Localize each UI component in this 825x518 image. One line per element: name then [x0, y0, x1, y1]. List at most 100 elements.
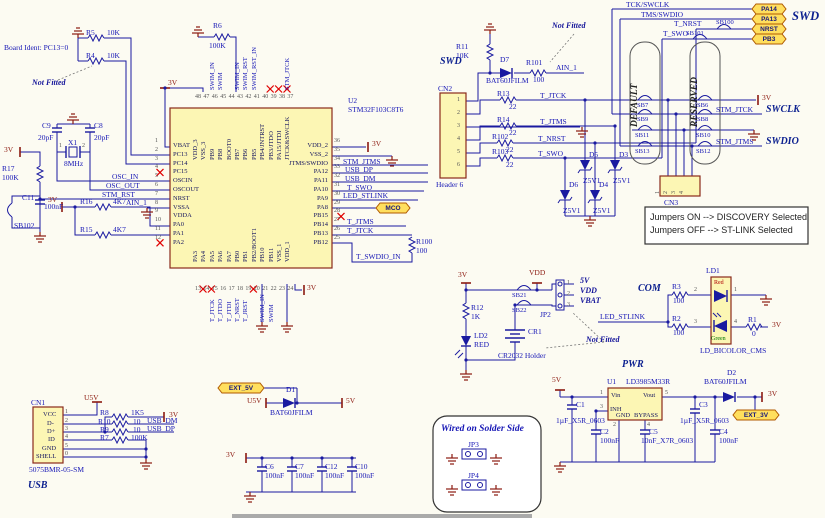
mcu-pin-name-pb0: PB0 — [234, 250, 241, 262]
label-u5v: U5V — [247, 396, 262, 405]
label-usb-dm: USB_DM — [147, 416, 178, 425]
label-cr1: CR1 — [528, 327, 542, 336]
label-3v: 3V — [372, 139, 382, 148]
label-c12: C12 — [325, 462, 338, 471]
jp2-header-icon — [557, 303, 563, 309]
label-z5v1: Z5V1 — [583, 176, 601, 185]
cn2-body — [439, 92, 467, 179]
mcu-pin-num-21: 21 — [262, 286, 269, 292]
label-vcc: VCC — [43, 411, 57, 418]
board-ident: Board Ident: PC13=0 — [4, 43, 69, 52]
resistor-r6-icon — [213, 32, 231, 42]
label-1-f-x5r-0603: 1µF_X5R_0603 — [556, 416, 605, 425]
mcu-pin-num-14: 14 — [203, 286, 210, 292]
no-connect-x-icon — [283, 85, 291, 93]
mcu-pin-num-41: 41 — [253, 94, 260, 100]
swd-connector-title: SWD — [792, 9, 820, 23]
zener-d3-icon — [610, 160, 620, 170]
gnd-icon — [34, 232, 46, 243]
label-sb21: SB21 — [512, 292, 527, 299]
com-section-title: COM — [638, 283, 661, 294]
label-red: Red — [714, 280, 724, 286]
label-stm-jtms: STM_JTMS — [343, 157, 381, 166]
label-4k7: 4K7 — [113, 197, 126, 206]
mcu-pin-name-pa11: PA11 — [314, 177, 328, 185]
gnd-icon — [760, 295, 772, 306]
label-c6: C6 — [265, 462, 274, 471]
solder-bridge-icon — [697, 95, 713, 101]
label-z5v1: Z5V1 — [593, 206, 611, 215]
label-3: 3 — [694, 319, 697, 325]
mcu-pin-num-45: 45 — [220, 94, 227, 100]
junction-dot — [583, 98, 587, 102]
no-connect-x-icon — [156, 168, 164, 177]
led-ld2-icon — [454, 349, 461, 356]
junction-dot — [666, 320, 670, 324]
mcu-pin-num-11: 11 — [155, 226, 161, 232]
label-t-swdio-in: T_SWDIO_IN — [356, 252, 401, 261]
label-sb13: SB13 — [635, 148, 650, 155]
label-osc-out: OSC_OUT — [106, 181, 140, 190]
label-10k: 10K — [107, 51, 120, 60]
label-c9: C9 — [42, 121, 51, 130]
gnd-icon — [584, 216, 596, 227]
label-d2: D2 — [727, 368, 737, 377]
junction-dot — [594, 409, 598, 413]
label-1: 1 — [734, 287, 737, 293]
label-r6: R6 — [213, 21, 222, 30]
label-5: 5 — [65, 443, 68, 449]
junction-dot — [464, 288, 468, 292]
mcu-pin-num-25: 25 — [334, 234, 340, 241]
mcu-pin-num-15: 15 — [211, 286, 218, 292]
junction-dot — [290, 456, 294, 460]
mcu-ref: U2 — [348, 96, 358, 105]
net-swim-rst-in: SWIM_RST_IN — [250, 47, 258, 90]
label-r5: R5 — [86, 28, 95, 37]
label-jp2: JP2 — [540, 310, 551, 319]
tag-mco-label: MCO — [385, 205, 401, 212]
label-ld1: LD1 — [706, 266, 720, 275]
mcu-pin-name-pb2-boot1: PB2/BOOT1 — [250, 228, 258, 262]
resistor-r8-icon — [111, 412, 129, 422]
label-usb-dp: USB_DP — [345, 165, 373, 174]
tag-pa13-label: PA13 — [761, 16, 777, 23]
label-inh: INH — [610, 406, 622, 413]
label-sb102: SB102 — [14, 221, 35, 230]
tag-pa14-label: PA14 — [761, 6, 777, 13]
label-22: 22 — [509, 128, 517, 137]
label-3: 3 — [65, 426, 68, 432]
mcu-pin-num-35: 35 — [334, 146, 340, 153]
jp4-jumper-icon — [465, 482, 471, 488]
label-t-swo: T_SWO — [663, 29, 688, 38]
solder-bridge-icon — [716, 24, 732, 30]
gnd-icon — [67, 113, 79, 124]
label-vin: Vin — [611, 392, 621, 399]
mcu-pin-name-pb10: PB10 — [259, 247, 267, 262]
mcu-pin-num-38: 38 — [279, 94, 285, 100]
label-vout: Vout — [643, 392, 656, 399]
label-100nf: 100nF — [355, 471, 375, 480]
label-100nf: 100nF — [265, 471, 285, 480]
label-sb101: SB101 — [686, 30, 704, 37]
label-10k: 10K — [107, 28, 120, 37]
mcu-pin-num-30: 30 — [334, 190, 340, 197]
ld1-body — [710, 276, 732, 345]
junction-dot — [593, 141, 597, 145]
mcu-pin-num-44: 44 — [228, 94, 235, 100]
label-osc-in: OSC_IN — [112, 172, 139, 181]
label-4: 4 — [65, 434, 68, 440]
junction-dot — [295, 401, 299, 405]
mcu-pin-num-37: 37 — [287, 94, 294, 100]
jp4-jumper-icon — [477, 482, 483, 488]
label-6: 6 — [457, 162, 460, 168]
label-d: D- — [47, 420, 54, 427]
jp4-jumper-icon — [461, 479, 487, 491]
mcu-pin-num-19: 19 — [245, 286, 252, 292]
junction-dot — [260, 456, 264, 460]
net-t-jrst: T_JRST — [242, 300, 250, 322]
junction-dot — [513, 303, 517, 307]
junction-dot — [666, 98, 670, 102]
label-t-jtms: T_JTMS — [347, 217, 374, 226]
gnd-icon — [72, 27, 84, 38]
reserved-group — [689, 41, 721, 165]
